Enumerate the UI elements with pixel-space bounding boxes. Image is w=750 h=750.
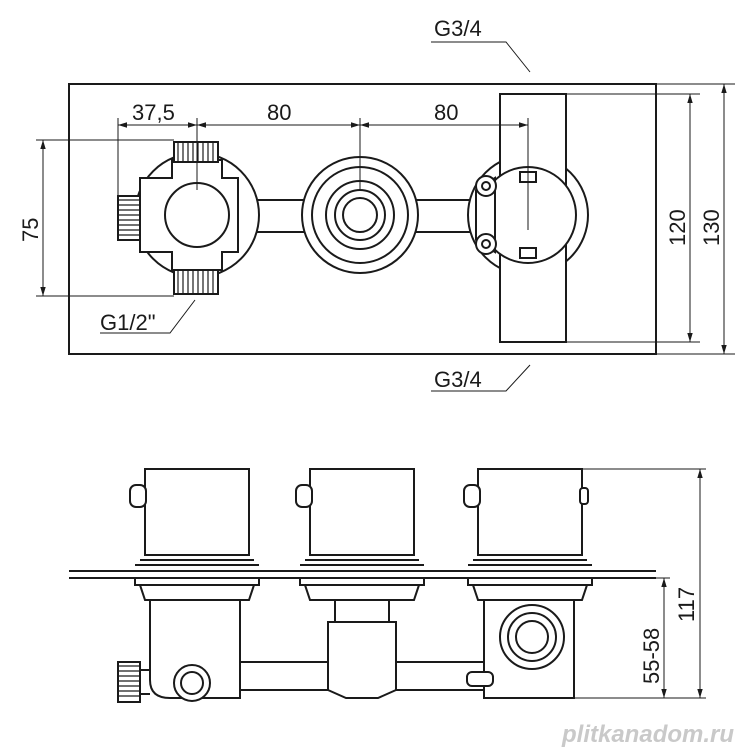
- side-dimension-lines: [574, 468, 706, 699]
- knob-left: [129, 468, 259, 566]
- left-valve: [117, 141, 260, 295]
- thread-label-top: G3/4: [434, 16, 482, 41]
- right-valve: [467, 93, 589, 343]
- knob-right: [463, 468, 592, 566]
- right-body: [466, 599, 575, 699]
- thread-label-left: G1/2": [100, 310, 156, 335]
- left-body: [117, 599, 241, 703]
- dim-label-80-second: 80: [434, 100, 458, 125]
- dim-label-37-5: 37,5: [132, 100, 175, 125]
- flange-lines: [134, 578, 593, 586]
- dim-label-75: 75: [18, 218, 43, 242]
- middle-stem: [327, 599, 397, 699]
- dimension-lines: [40, 84, 727, 354]
- wall-plate: [69, 570, 656, 579]
- dim-label-120: 120: [665, 209, 690, 246]
- left-valve-thread-bottom: [173, 269, 219, 295]
- side-pipe: [240, 661, 484, 691]
- watermark: plitkanadom.ru: [561, 721, 734, 748]
- top-view: G3/4 G3/4 G1/2" 37,5 80 80 75 120 130: [18, 16, 735, 392]
- thread-label-bottom: G3/4: [434, 367, 482, 392]
- side-view: 55-58 117: [69, 468, 706, 703]
- cover-plate-outline: [68, 83, 657, 355]
- dim-label-130: 130: [699, 209, 724, 246]
- leader-lines: [100, 41, 531, 392]
- dim-label-55-58: 55-58: [639, 628, 664, 684]
- knob-middle: [295, 468, 424, 566]
- dim-label-117: 117: [674, 587, 699, 622]
- left-valve-thread-side: [117, 195, 141, 241]
- left-valve-thread-top: [173, 141, 219, 163]
- dim-label-80-first: 80: [267, 100, 291, 125]
